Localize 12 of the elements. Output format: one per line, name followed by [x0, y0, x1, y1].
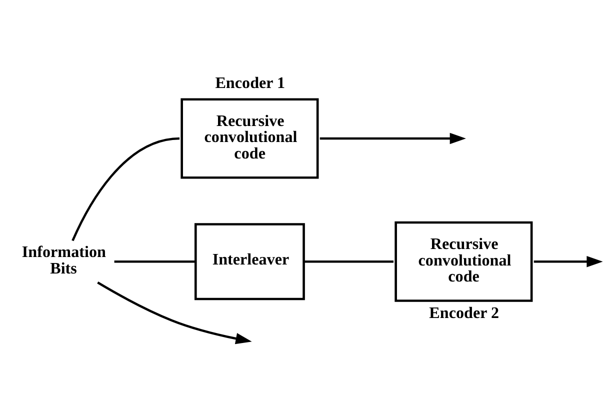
- node-box: Recursive convolutional code: [394, 220, 533, 302]
- node-box: Recursive convolutional code: [180, 98, 319, 178]
- node-label: Encoder 1: [215, 74, 286, 92]
- arrow: [320, 132, 466, 144]
- connector: [72, 136, 180, 241]
- arrow: [97, 281, 252, 344]
- arrow: [534, 255, 603, 267]
- node-box: Interleaver: [194, 222, 305, 300]
- connector: [114, 260, 196, 262]
- node-text: Information Bits: [22, 244, 106, 277]
- node-label: Encoder 2: [429, 304, 500, 322]
- connector: [304, 260, 394, 262]
